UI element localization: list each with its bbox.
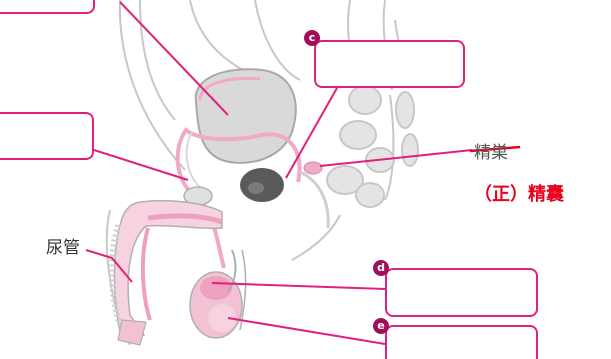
- label-correction: （正）精囊: [474, 180, 564, 206]
- answer-box-e: [385, 325, 538, 359]
- seminal-vesicle: [304, 162, 322, 174]
- badge-e: e: [373, 318, 389, 334]
- answer-box-top: [0, 0, 95, 14]
- prostate-highlight: [248, 182, 264, 194]
- badge-c: c: [304, 30, 320, 46]
- label-urethra: 尿管: [46, 233, 80, 258]
- answer-box-left: [0, 112, 94, 160]
- label-struck: 精巣: [474, 138, 508, 163]
- intestines: [327, 86, 418, 207]
- badge-d: d: [373, 260, 389, 276]
- testis: [190, 250, 246, 338]
- answer-box-c: [314, 40, 465, 88]
- answer-box-d: [385, 268, 538, 317]
- vas-deferens-inner: [187, 132, 203, 190]
- rectum: [300, 172, 328, 228]
- bladder: [196, 69, 296, 163]
